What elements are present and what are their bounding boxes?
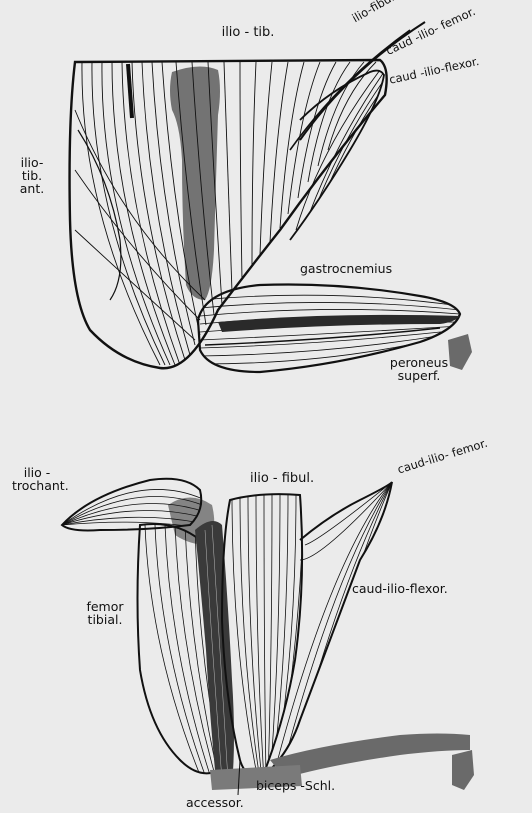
bottom-shank-stub [452,750,474,790]
caud-ilio-flexor-fibers-bottom [275,482,392,770]
label-accessor: accessor. [186,796,244,809]
caud-ilio-femor-outline [270,482,392,770]
label-ilio-trochant: ilio - trochant. [12,466,62,492]
label-ilio-tib-ant: ilio-tib. ant. [12,156,52,195]
label-peroneus-superf: peroneus superf. [384,356,454,382]
accessor-dark-band [195,521,234,787]
label-ilio-tib: ilio - tib. [198,26,298,40]
ilio-tib-ant-fold [78,130,121,300]
label-femor-tibial: femor tibial. [80,600,130,626]
bottom-figure [62,479,474,795]
label-gastrocnemius: gastrocnemius [300,262,392,275]
label-ilio-fibul-bottom: ilio - fibul. [250,472,314,486]
label-caud-ilio-flexor-bottom: caud-ilio-flexor. [352,582,448,595]
top-dark-stripe [128,64,132,118]
ilio-fibul-outline [222,494,302,778]
label-biceps-schl: biceps -Schl. [256,779,335,792]
